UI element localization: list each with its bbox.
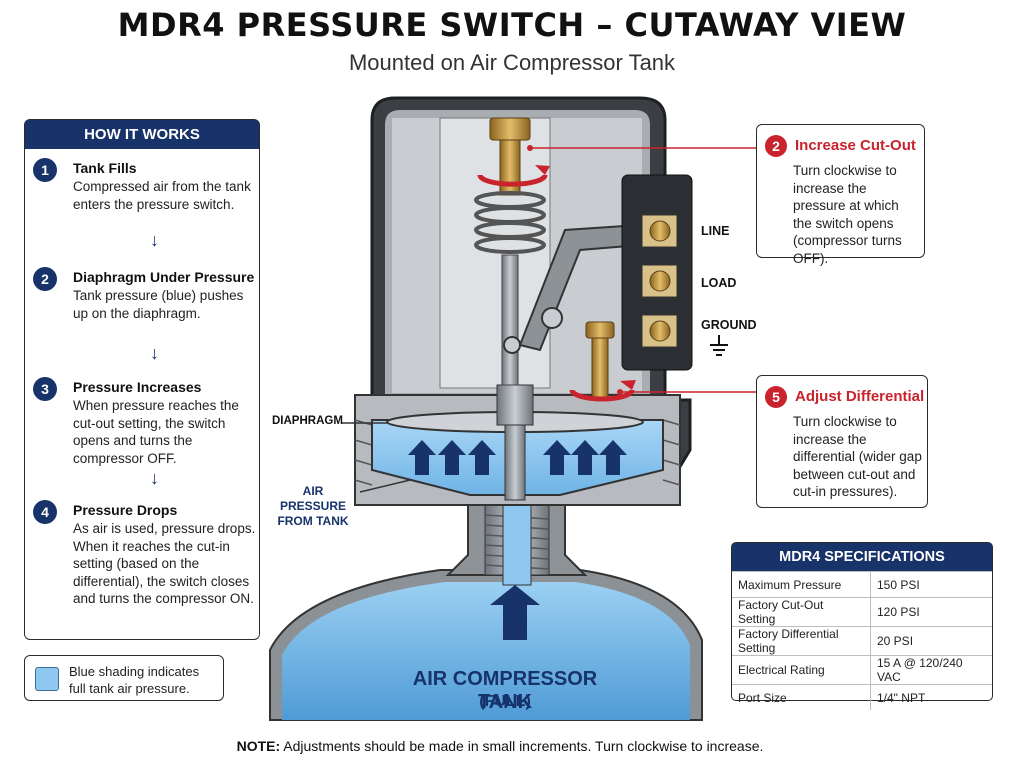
page-title: MDR4 PRESSURE SWITCH – CUTAWAY VIEW <box>117 6 907 44</box>
step-title: Tank Fills <box>73 160 137 176</box>
step-number: 4 <box>33 500 57 524</box>
legend-text: Blue shading indicates full tank air pre… <box>69 664 200 696</box>
page-subtitle: Mounted on Air Compressor Tank <box>348 50 676 75</box>
step-text: When pressure reaches the cut-out settin… <box>73 398 239 466</box>
step-text: Compressed air from the tank enters the … <box>73 179 251 212</box>
callout-increase-cut-out: 2 Increase Cut-Out Turn clockwise to inc… <box>756 124 925 266</box>
differential-screw <box>569 321 636 402</box>
how-it-works-panel: HOW IT WORKS 1 Tank Fills Compressed air… <box>24 119 260 640</box>
spec-value: 15 A @ 120/240 VAC <box>870 655 992 685</box>
spec-value: 1/4" NPT <box>870 684 992 710</box>
callout-title: Adjust Differential <box>795 388 925 405</box>
port-fitting <box>445 499 588 586</box>
note-text: Adjustments should be made in small incr… <box>283 738 764 754</box>
range-spring <box>474 117 550 386</box>
blue-swatch <box>35 667 59 691</box>
tank-label: AIR COMPRESSOR TANK <box>412 668 598 713</box>
air-pressure-label: AIR PRESSURE FROM TANK <box>277 484 349 528</box>
step-number: 1 <box>33 158 57 182</box>
spec-label: Factory Differential Setting <box>732 626 871 656</box>
step-text: As air is used, pressure drops. When it … <box>73 521 256 606</box>
step-number: 2 <box>33 267 57 291</box>
spec-label: Port Size <box>732 684 871 710</box>
down-arrow-icon: ↓ <box>150 468 159 488</box>
line-terminal-label: LINE <box>701 224 730 238</box>
spec-label: Factory Cut-Out Setting <box>732 597 871 627</box>
footer-note: NOTE: Adjustments should be made in smal… <box>0 738 1000 754</box>
step-text: Tank pressure (blue) pushes up on the di… <box>73 288 244 321</box>
note-prefix: NOTE: <box>236 738 281 754</box>
how-it-works-heading: HOW IT WORKS <box>25 120 259 149</box>
load-terminal-label: LOAD <box>701 276 737 290</box>
step-title: Diaphragm Under Pressure <box>73 269 255 285</box>
ground-terminal-label: GROUND <box>701 318 757 332</box>
leader-lines <box>342 145 760 493</box>
tank-state-label: (FULL) <box>479 693 531 710</box>
callout-text: Turn clockwise to increase the different… <box>793 414 922 499</box>
down-arrow-icon: ↓ <box>150 230 159 250</box>
specifications-heading: MDR4 SPECIFICATIONS <box>732 543 992 571</box>
callout-adjust-differential: 5 Adjust Differential Turn clockwise to … <box>756 375 928 508</box>
callout-title: Increase Cut-Out <box>795 137 916 154</box>
spec-label: Maximum Pressure <box>732 571 871 598</box>
step-number: 3 <box>33 377 57 401</box>
compressor-tank <box>269 569 703 721</box>
diaphragm-label: DIAPHRAGM <box>272 415 343 427</box>
callout-number: 2 <box>765 135 787 157</box>
spec-value: 150 PSI <box>870 571 992 598</box>
spec-value: 120 PSI <box>870 597 992 627</box>
legend-box: Blue shading indicates full tank air pre… <box>24 655 224 701</box>
down-arrow-icon: ↓ <box>150 343 159 363</box>
step-title: Pressure Drops <box>73 502 178 518</box>
terminal-block <box>621 174 728 371</box>
spec-value: 20 PSI <box>870 626 992 656</box>
step-title: Pressure Increases <box>73 379 202 395</box>
spec-label: Electrical Rating <box>732 655 871 685</box>
callout-number: 5 <box>765 386 787 408</box>
callout-text: Turn clockwise to increase the pressure … <box>793 163 902 266</box>
